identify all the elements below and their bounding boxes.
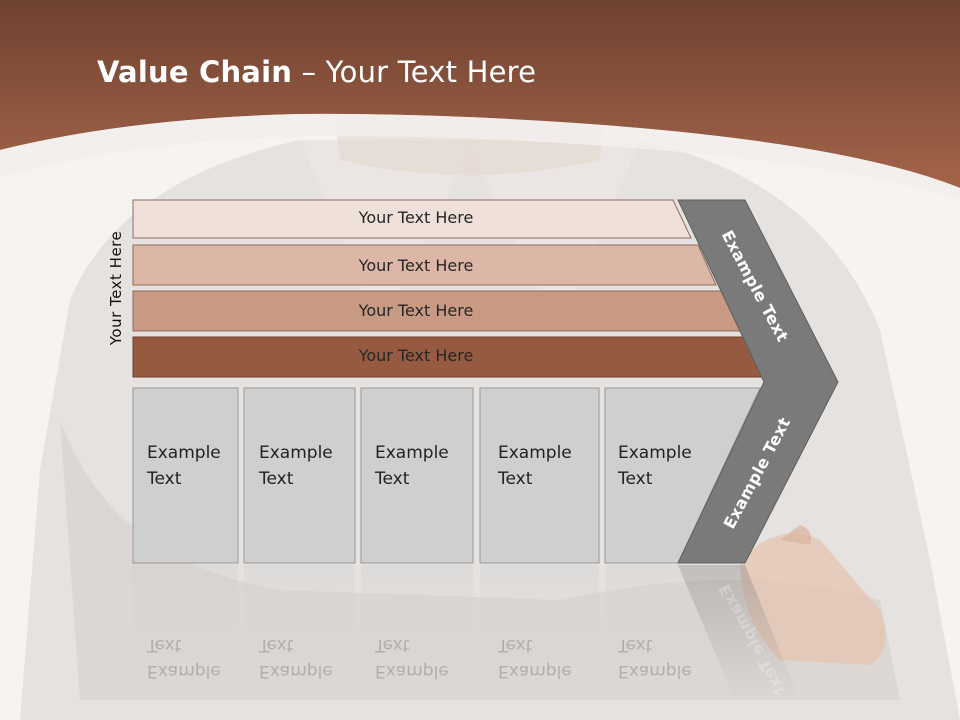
column-5-label: Example Text (618, 443, 692, 489)
column-2-label-reflection: Example Text (259, 635, 333, 681)
column-3-label-reflection: Example Text (375, 635, 449, 681)
column-4 (479, 387, 600, 564)
slide-title: Value Chain – Your Text Here (97, 55, 536, 95)
bar-2-label: Your Text Here (358, 256, 474, 275)
bar-1-label: Your Text Here (358, 208, 474, 227)
column-3 (360, 387, 474, 564)
column-4-label: Example Text (498, 443, 572, 489)
column-2-reflection (244, 565, 355, 705)
chevron-reflection (678, 565, 800, 700)
column-2 (243, 387, 356, 564)
column-5-reflection (605, 565, 740, 700)
column-4-label-reflection: Example Text (498, 635, 572, 681)
column-3-reflection (361, 565, 473, 705)
column-1 (132, 387, 239, 564)
vertical-label: Your Text Here (107, 230, 125, 346)
bar-2 (132, 244, 717, 286)
title-rest: – Your Text Here (292, 55, 537, 89)
title-bold: Value Chain (97, 55, 293, 89)
bar-3-label: Your Text Here (358, 301, 474, 320)
column-1-label-reflection: Example Text (147, 635, 221, 681)
column-1-reflection (133, 565, 238, 705)
bar-1 (132, 199, 692, 239)
column-3-label: Example Text (375, 443, 449, 489)
column-1-label: Example Text (147, 443, 221, 489)
chevron-arrow (677, 199, 839, 564)
bar-4-label: Your Text Here (358, 346, 474, 365)
column-5-label-reflection: Example Text (618, 635, 692, 681)
column-2-label: Example Text (259, 443, 333, 489)
column-4-reflection (480, 565, 599, 705)
